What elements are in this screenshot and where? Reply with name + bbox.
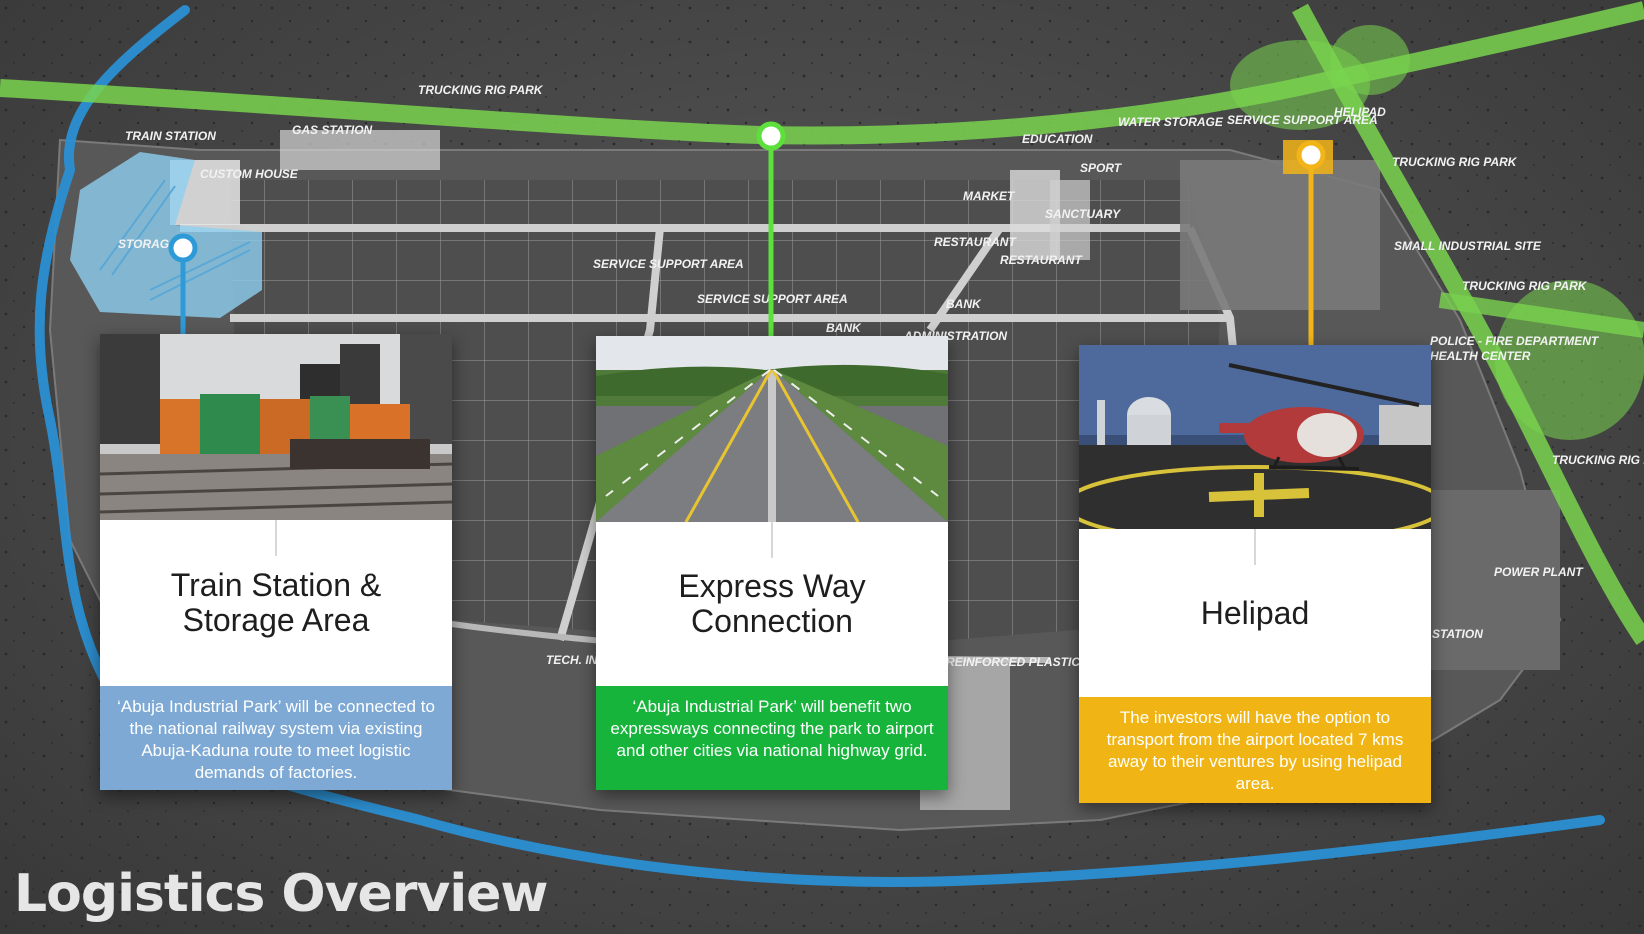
map-label-power-plant: POWER PLANT: [1494, 565, 1584, 579]
card-description: ‘Abuja Industrial Park’ will benefit two…: [596, 686, 948, 790]
card-train-station[interactable]: Train Station & Storage Area ‘Abuja Indu…: [100, 334, 452, 790]
map-label-bank-1: BANK: [826, 321, 862, 335]
map-label-trucking-4: TRUCKING RIG PARK: [1552, 453, 1644, 467]
card-description: The investors will have the option to tr…: [1079, 697, 1431, 803]
map-label-service-1: SERVICE SUPPORT AREA: [593, 257, 744, 271]
map-label-bank-2: BANK: [946, 297, 982, 311]
card-divider: [1254, 529, 1256, 565]
map-label-station: STATION: [1432, 627, 1483, 641]
expressway-photo: [596, 336, 948, 522]
map-label-helipad: HELIPAD: [1334, 105, 1386, 119]
map-label-market: MARKET: [963, 189, 1016, 203]
map-label-small-industrial: SMALL INDUSTRIAL SITE: [1394, 239, 1542, 253]
map-label-trucking-1: TRUCKING RIG PARK: [418, 83, 544, 97]
card-divider: [771, 522, 773, 558]
card-divider: [275, 520, 277, 556]
card-description: ‘Abuja Industrial Park’ will be connecte…: [100, 686, 452, 790]
map-label-police-fire: POLICE - FIRE DEPARTMENT: [1430, 334, 1600, 348]
map-label-trucking-3: TRUCKING RIG PARK: [1462, 279, 1588, 293]
map-label-sport: SPORT: [1080, 161, 1123, 175]
card-helipad[interactable]: Helipad The investors will have the opti…: [1079, 345, 1431, 803]
map-label-gas-station: GAS STATION: [292, 123, 373, 137]
map-label-education: EDUCATION: [1022, 132, 1093, 146]
card-title: Train Station & Storage Area: [170, 567, 382, 638]
map-label-restaurant-1: RESTAURANT: [934, 235, 1017, 249]
map-label-train-station: TRAIN STATION: [125, 129, 216, 143]
card-title: Helipad: [1200, 594, 1310, 631]
card-express-way[interactable]: Express Way Connection ‘Abuja Industrial…: [596, 336, 948, 790]
helipad-photo: [1079, 345, 1431, 529]
pin-helipad: [1296, 140, 1326, 170]
card-title: Express Way Connection: [678, 568, 866, 639]
map-label-storage: STORAGE: [118, 237, 178, 251]
page-title: Logistics Overview: [14, 864, 548, 924]
pin-train: [168, 233, 198, 263]
pin-expressway: [756, 121, 786, 151]
train-station-photo: [100, 334, 452, 520]
map-label-health-center: HEALTH CENTER: [1430, 349, 1531, 363]
map-label-water-storage: WATER STORAGE: [1118, 115, 1224, 129]
map-label-trucking-2: TRUCKING RIG PARK: [1392, 155, 1518, 169]
map-label-restaurant-2: RESTAURANT: [1000, 253, 1083, 267]
map-label-custom-house: CUSTOM HOUSE: [200, 167, 299, 181]
map-label-service-3: SERVICE SUPPORT AREA: [1227, 113, 1378, 127]
map-label-sanctuary: SANCTUARY: [1045, 207, 1121, 221]
